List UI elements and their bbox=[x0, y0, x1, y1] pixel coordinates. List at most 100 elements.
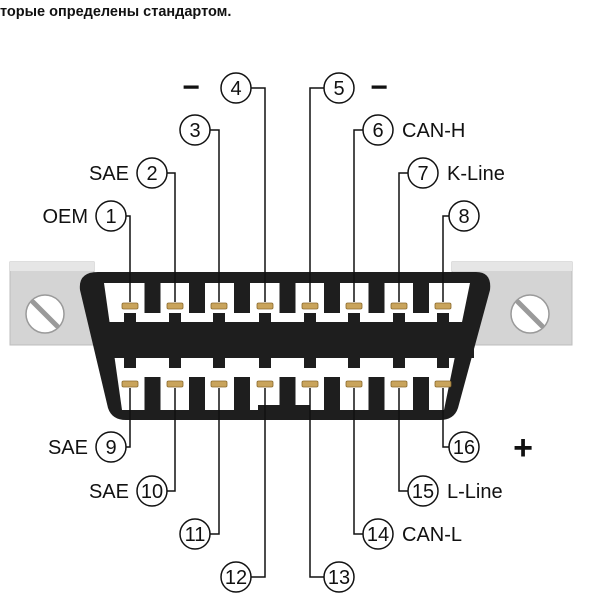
contact-pin-1 bbox=[121, 302, 139, 310]
contact-stub bbox=[348, 313, 360, 325]
contact-pin-12 bbox=[256, 380, 274, 388]
cavity-rib bbox=[144, 283, 161, 313]
contact-pin-4 bbox=[256, 302, 274, 310]
pin-leader-lines bbox=[126, 87, 449, 578]
pin-number-15: 15 bbox=[412, 481, 434, 503]
pin-label-1: OEM bbox=[42, 206, 88, 228]
cavity-rib bbox=[413, 377, 429, 411]
pin-circle-6 bbox=[362, 114, 394, 146]
pin-number-10: 10 bbox=[141, 481, 163, 503]
contact-pin-11 bbox=[210, 380, 228, 388]
cavity-rib bbox=[324, 377, 340, 411]
leader-line-pin-5 bbox=[309, 87, 324, 302]
contact-pin-10 bbox=[166, 380, 184, 388]
pin-circle-5 bbox=[323, 72, 355, 104]
cavity-rib bbox=[234, 377, 250, 411]
contact-stub bbox=[124, 356, 136, 368]
pin-circle-12 bbox=[220, 561, 252, 593]
leader-line-pin-12 bbox=[251, 388, 266, 578]
contact-pin-14 bbox=[345, 380, 363, 388]
contact-stub bbox=[213, 313, 225, 325]
contact-stub bbox=[259, 356, 271, 368]
pin-circle-7 bbox=[407, 157, 439, 189]
contact-stub bbox=[169, 356, 181, 368]
contact-stub bbox=[348, 356, 360, 368]
center-divider bbox=[96, 322, 474, 358]
cavity-rib bbox=[279, 283, 296, 313]
leader-line-pin-2 bbox=[167, 172, 176, 302]
pin-label-15: L-Line bbox=[447, 481, 503, 503]
leader-line-pin-15 bbox=[398, 388, 408, 492]
pin-circle-9 bbox=[95, 431, 127, 463]
pin-circle-11 bbox=[179, 518, 211, 550]
minus-sign-right: − bbox=[370, 71, 388, 104]
pin-circle-13 bbox=[323, 561, 355, 593]
pin-circle-2 bbox=[136, 157, 168, 189]
minus-sign-left: − bbox=[182, 71, 200, 104]
pin-number-8: 8 bbox=[458, 206, 469, 228]
cavity-rib bbox=[279, 377, 296, 411]
leader-line-pin-9 bbox=[126, 388, 131, 448]
pin-number-13: 13 bbox=[328, 567, 350, 589]
contact-stub bbox=[124, 313, 136, 325]
cavity-rib bbox=[368, 283, 385, 313]
leader-line-pin-4 bbox=[251, 87, 266, 302]
contact-pin-5 bbox=[301, 302, 319, 310]
leader-line-pin-11 bbox=[210, 388, 220, 535]
leader-line-pin-8 bbox=[442, 215, 449, 302]
pin-number-6: 6 bbox=[372, 120, 383, 142]
leader-line-pin-13 bbox=[309, 388, 324, 578]
pin-number-12: 12 bbox=[225, 567, 247, 589]
leader-line-pin-16 bbox=[442, 388, 449, 448]
contact-stub bbox=[393, 313, 405, 325]
contact-pin-6 bbox=[345, 302, 363, 310]
pin-circle-4 bbox=[220, 72, 252, 104]
pin-number-4: 4 bbox=[230, 78, 241, 100]
contact-stub bbox=[213, 356, 225, 368]
pin-number-16: 16 bbox=[453, 437, 475, 459]
contact-pin-2 bbox=[166, 302, 184, 310]
contact-pin-8 bbox=[434, 302, 452, 310]
leader-line-pin-1 bbox=[126, 215, 131, 302]
contact-stub bbox=[304, 356, 316, 368]
pin-number-1: 1 bbox=[105, 206, 116, 228]
pin-circle-3 bbox=[179, 114, 211, 146]
pin-number-11: 11 bbox=[185, 524, 206, 546]
cavity-rib bbox=[324, 283, 340, 313]
pin-label-7: K-Line bbox=[447, 163, 505, 185]
contact-stub bbox=[437, 313, 449, 325]
pin-circle-1 bbox=[95, 200, 127, 232]
contact-stub bbox=[169, 313, 181, 325]
cavity-rib bbox=[189, 283, 205, 313]
pin-number-5: 5 bbox=[333, 78, 344, 100]
pin-number-14: 14 bbox=[367, 524, 389, 546]
pin-number-9: 9 bbox=[105, 437, 116, 459]
pin-contacts bbox=[121, 302, 452, 388]
pin-label-14: CAN-L bbox=[402, 524, 462, 546]
cavity-rib bbox=[413, 283, 429, 313]
contact-pin-15 bbox=[390, 380, 408, 388]
pin-circle-16 bbox=[448, 431, 480, 463]
plus-sign: + bbox=[513, 429, 533, 467]
contact-stub bbox=[393, 356, 405, 368]
pin-number-7: 7 bbox=[417, 163, 428, 185]
pin-label-9: SAE bbox=[48, 437, 88, 459]
contact-pin-3 bbox=[210, 302, 228, 310]
pin-cavity-separators bbox=[96, 283, 474, 420]
page-caption: торые определены стандартом. bbox=[0, 4, 232, 20]
leader-line-pin-14 bbox=[353, 388, 363, 535]
contact-pin-7 bbox=[390, 302, 408, 310]
cavity-rib bbox=[189, 377, 205, 411]
pin-circle-8 bbox=[448, 200, 480, 232]
bottom-key bbox=[258, 405, 310, 420]
cavity-rib bbox=[144, 377, 161, 411]
contact-pin-13 bbox=[301, 380, 319, 388]
cavity-rib bbox=[368, 377, 385, 411]
contact-pin-9 bbox=[121, 380, 139, 388]
leader-line-pin-3 bbox=[210, 129, 220, 302]
contact-stub bbox=[437, 356, 449, 368]
pin-label-6: CAN-H bbox=[402, 120, 465, 142]
cavity-rib bbox=[234, 283, 250, 313]
